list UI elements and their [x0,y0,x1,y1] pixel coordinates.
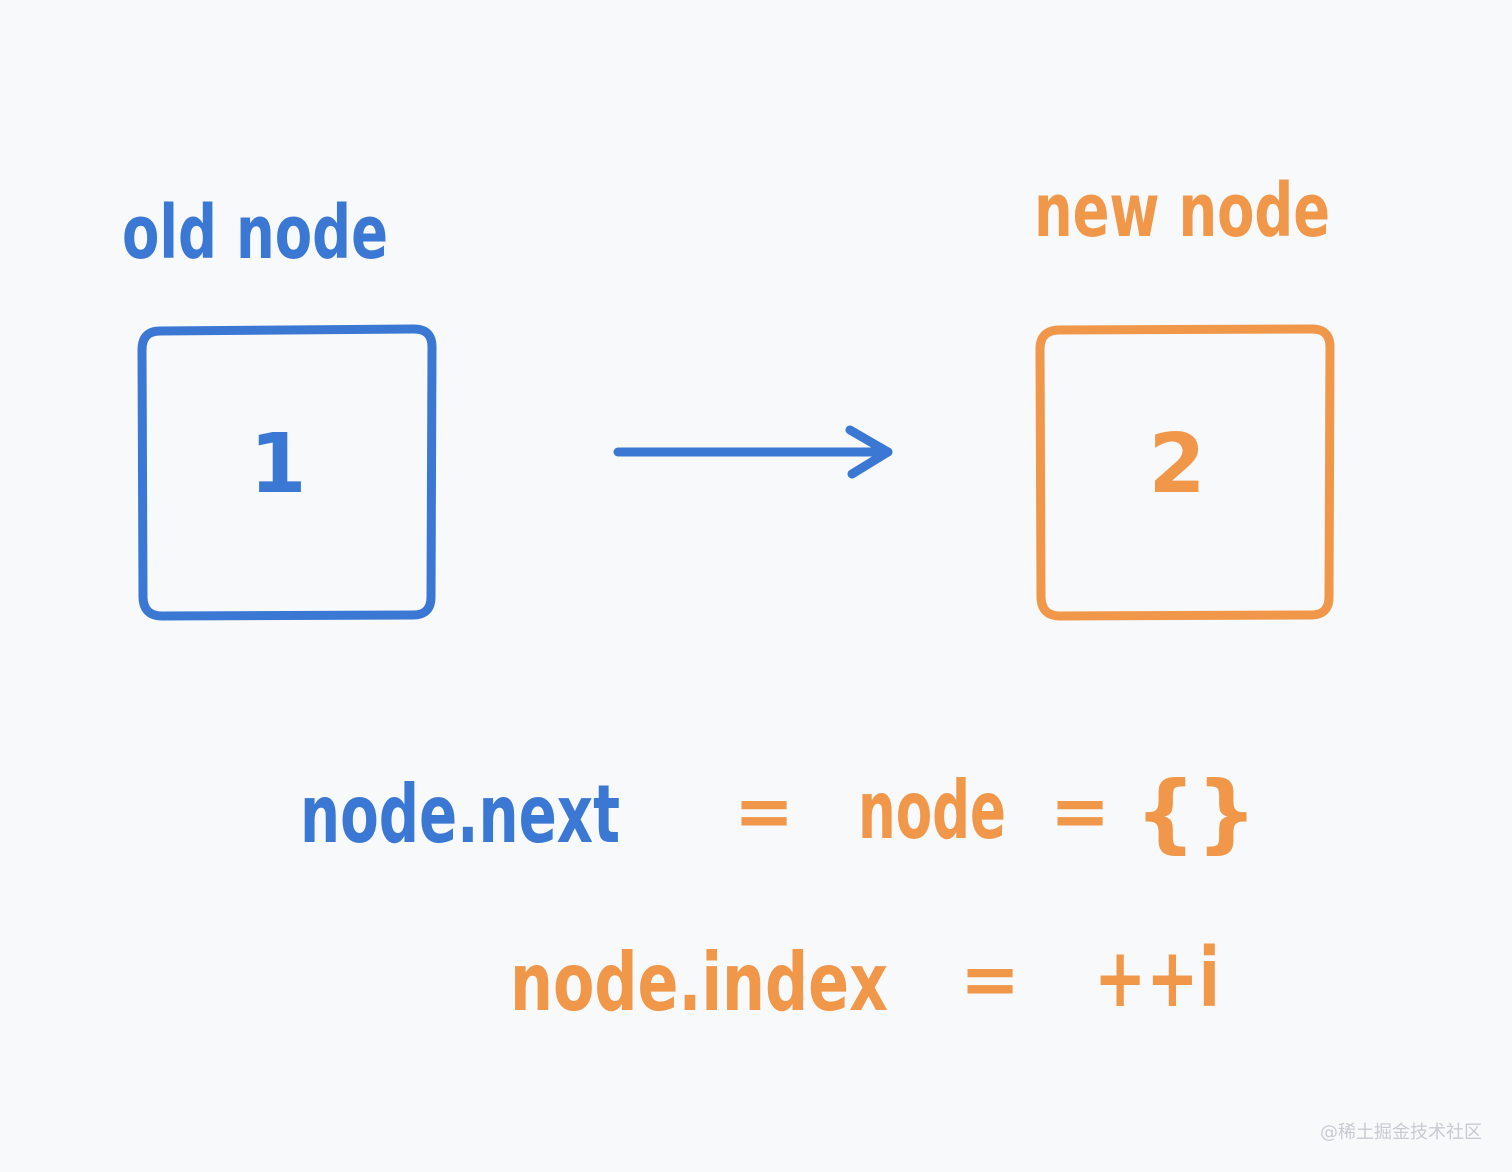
arrow-right-icon [613,425,893,479]
new-node-box: 2 [1035,324,1335,621]
new-node-value: 2 [1148,417,1205,512]
old-node-box: 1 [137,324,437,621]
old-node-value: 1 [249,417,306,512]
empty-object-text: {} [1135,763,1257,863]
old-node-label: old node [122,190,388,276]
equation-line-1: node.next = node = {} [300,763,1257,863]
new-node-label: new node [1034,168,1330,254]
increment-text: ++i [1094,931,1220,1026]
equals-sign-2: = [1050,769,1110,853]
node-text: node [858,764,1006,857]
node-index-text: node.index [510,936,888,1029]
equation-line-2: node.index = ++i [510,931,1220,1029]
equals-sign-3: = [960,937,1020,1021]
watermark: @稀土掘金技术社区 [1320,1122,1482,1143]
node-next-text: node.next [300,768,620,861]
equals-sign-1: = [734,769,794,853]
